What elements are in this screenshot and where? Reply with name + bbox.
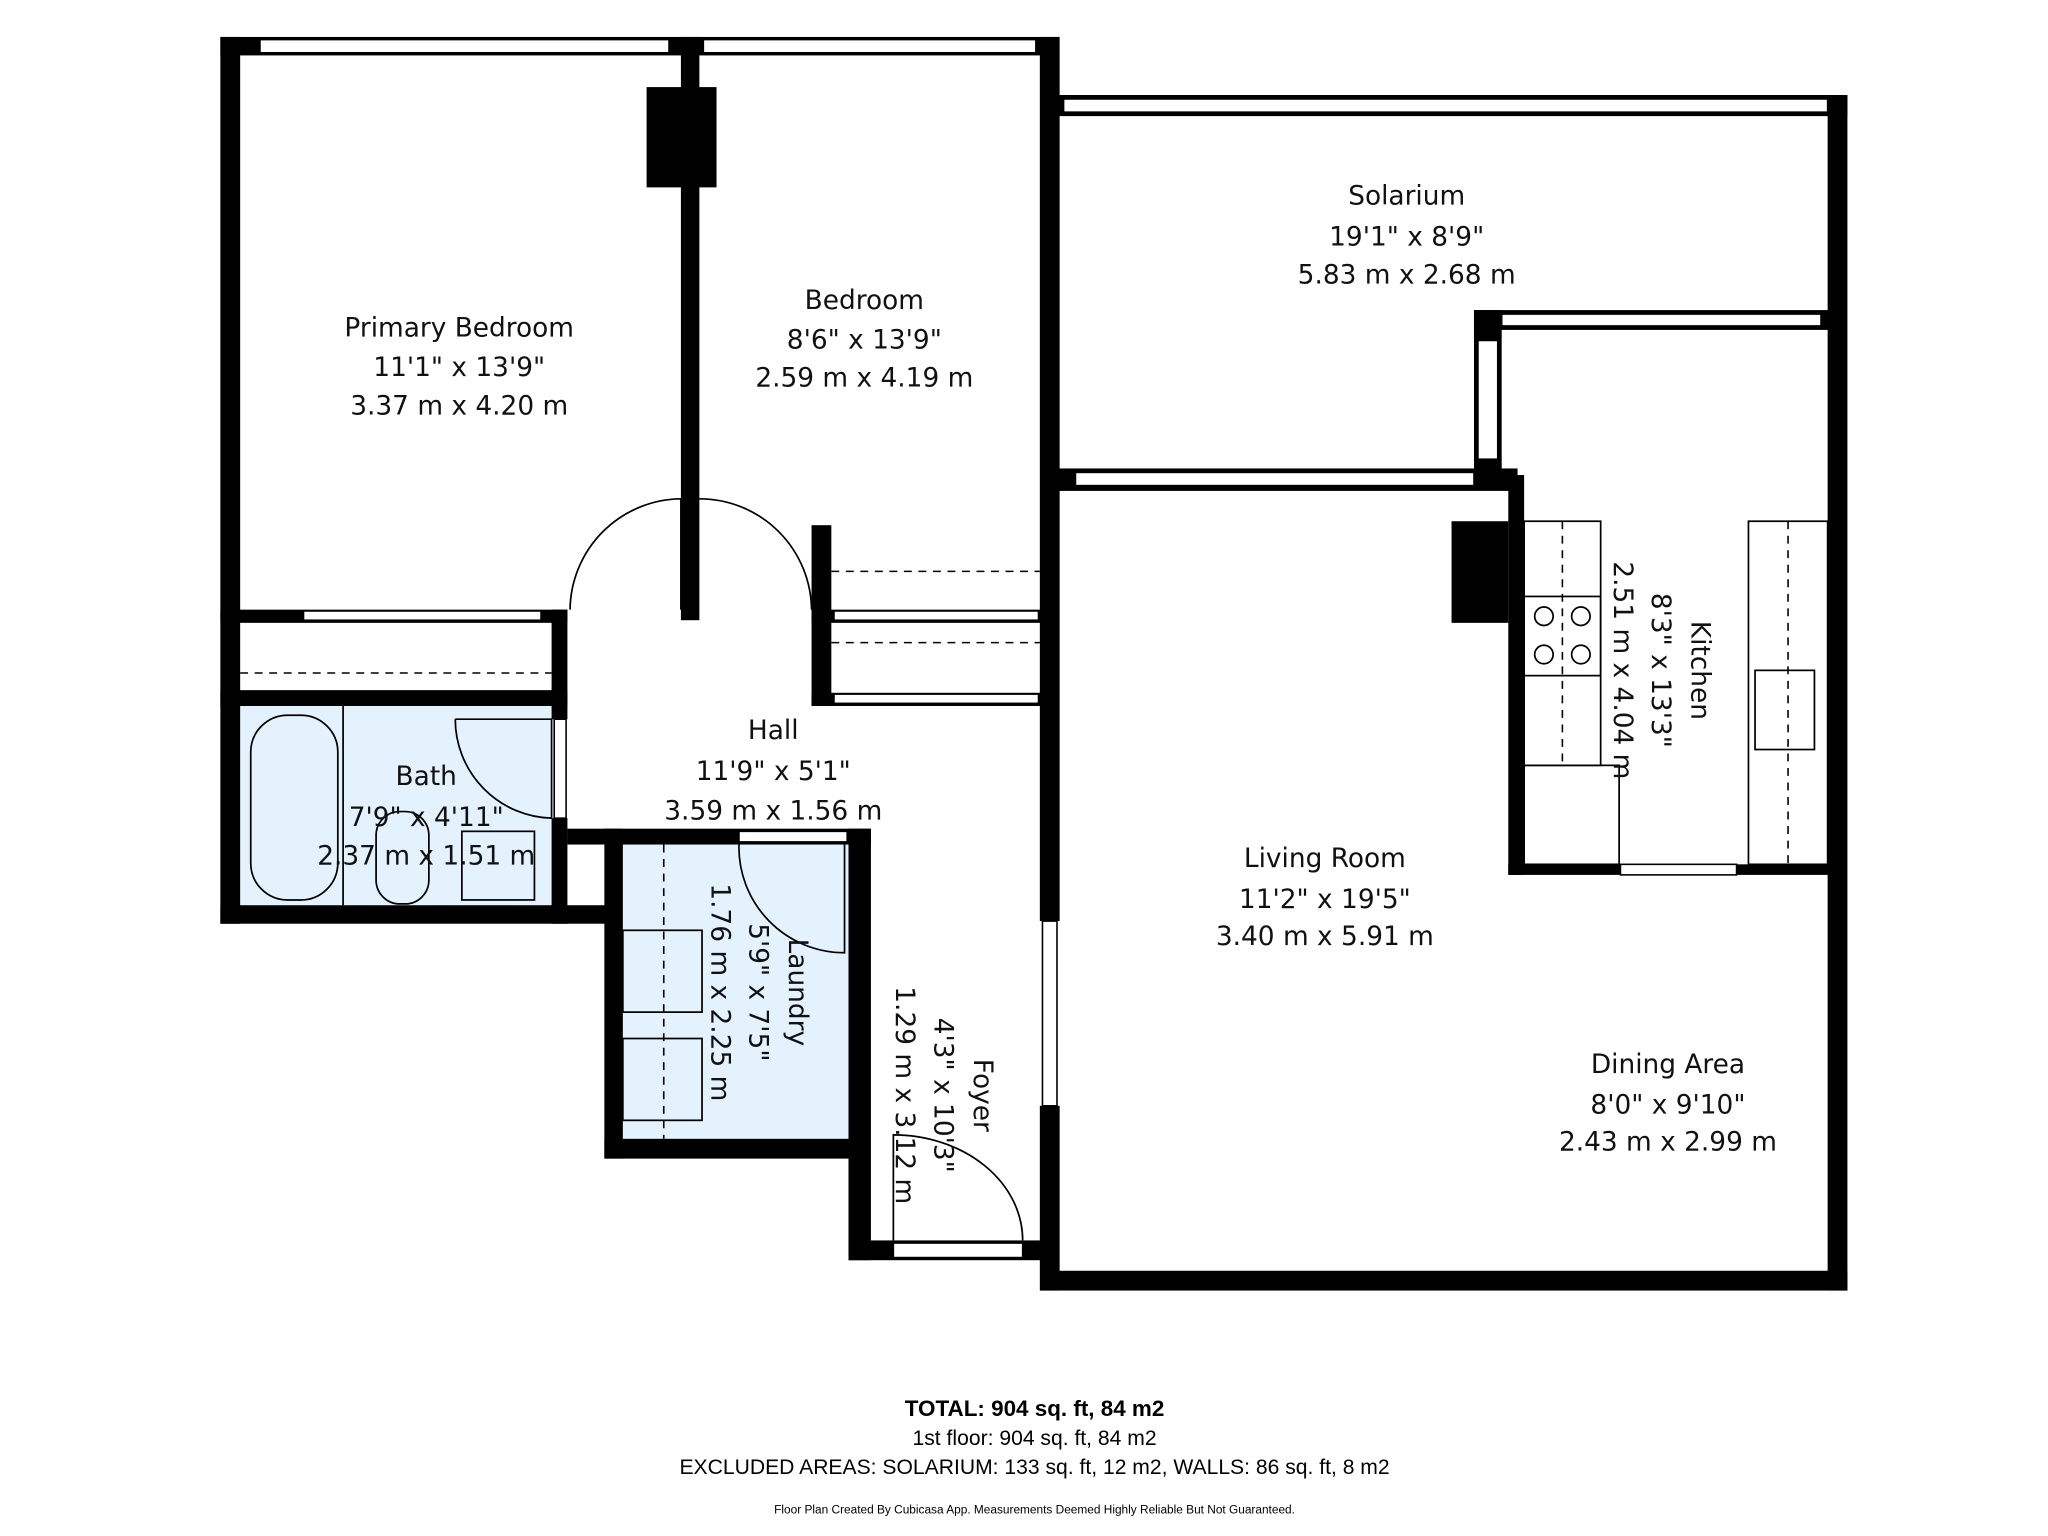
bath-floor <box>240 705 552 906</box>
svg-text:3.59 m x 1.56 m: 3.59 m x 1.56 m <box>664 796 882 826</box>
svg-text:3.40 m x 5.91 m: 3.40 m x 5.91 m <box>1216 922 1434 952</box>
total-area: TOTAL: 904 sq. ft, 84 m2 <box>905 1396 1165 1421</box>
svg-text:19'1" x 8'9": 19'1" x 8'9" <box>1329 222 1484 252</box>
svg-text:5.83 m x 2.68 m: 5.83 m x 2.68 m <box>1298 261 1516 291</box>
svg-text:11'9" x 5'1": 11'9" x 5'1" <box>696 757 851 787</box>
room-solarium: Solarium 19'1" x 8'9" 5.83 m x 2.68 m <box>1298 182 1516 291</box>
svg-text:Solarium: Solarium <box>1348 182 1465 212</box>
svg-text:Living Room: Living Room <box>1244 844 1406 874</box>
svg-text:Kitchen: Kitchen <box>1685 621 1715 720</box>
room-kitchen: Kitchen 8'3" x 13'3" 2.51 m x 4.04 m <box>1607 561 1715 779</box>
kitchen-sink-icon <box>1754 669 1816 751</box>
room-bedroom: Bedroom 8'6" x 13'9" 2.59 m x 4.19 m <box>755 286 973 394</box>
room-primary-bedroom: Primary Bedroom 11'1" x 13'9" 3.37 m x 4… <box>344 313 574 421</box>
area-summary: TOTAL: 904 sq. ft, 84 m2 1st floor: 904 … <box>679 1396 1389 1517</box>
svg-text:2.43 m x 2.99 m: 2.43 m x 2.99 m <box>1559 1128 1777 1158</box>
svg-text:3.37 m x 4.20 m: 3.37 m x 4.20 m <box>350 391 568 421</box>
toilet-icon <box>375 810 430 905</box>
svg-text:Primary Bedroom: Primary Bedroom <box>344 313 574 343</box>
room-laundry: Laundry 5'9" x 7'5" 1.76 m x 2.25 m <box>704 883 812 1101</box>
svg-text:Hall: Hall <box>748 716 799 746</box>
svg-text:Foyer: Foyer <box>967 1059 997 1132</box>
sink-icon <box>460 830 536 901</box>
excluded-areas: EXCLUDED AREAS: SOLARIUM: 133 sq. ft, 12… <box>679 1456 1389 1479</box>
svg-text:11'2" x 19'5": 11'2" x 19'5" <box>1239 885 1411 915</box>
laundry-floor <box>622 844 849 1139</box>
washer-icon <box>621 929 703 1013</box>
svg-text:2.51 m x 4.04 m: 2.51 m x 4.04 m <box>1607 561 1637 779</box>
stove-icon <box>1523 595 1602 677</box>
room-bath: Bath 7'9" x 4'11" 2.37 m x 1.51 m <box>317 762 535 871</box>
svg-text:8'6" x 13'9": 8'6" x 13'9" <box>787 325 942 355</box>
disclaimer: Floor Plan Created By Cubicasa App. Meas… <box>774 1503 1295 1517</box>
svg-text:4'3" x 10'3": 4'3" x 10'3" <box>927 1018 957 1173</box>
svg-text:Laundry: Laundry <box>782 939 812 1046</box>
room-hall: Hall 11'9" x 5'1" 3.59 m x 1.56 m <box>664 716 882 826</box>
windows <box>259 38 1829 1259</box>
bathtub-icon <box>249 714 339 901</box>
svg-text:2.59 m x 4.19 m: 2.59 m x 4.19 m <box>755 364 973 394</box>
svg-text:Bath: Bath <box>396 762 457 792</box>
closets-and-fixtures <box>240 520 1829 1139</box>
svg-text:1.29 m x 3.12 m: 1.29 m x 3.12 m <box>889 986 919 1204</box>
room-living-room: Living Room 11'2" x 19'5" 3.40 m x 5.91 … <box>1216 844 1434 952</box>
svg-text:Dining Area: Dining Area <box>1591 1050 1745 1080</box>
room-dining-area: Dining Area 8'0" x 9'10" 2.43 m x 2.99 m <box>1559 1050 1777 1158</box>
floor-area: 1st floor: 904 sq. ft, 84 m2 <box>913 1427 1157 1450</box>
room-foyer: Foyer 4'3" x 10'3" 1.29 m x 3.12 m <box>889 986 997 1204</box>
svg-text:8'3" x 13'3": 8'3" x 13'3" <box>1645 593 1675 748</box>
svg-text:1.76 m x 2.25 m: 1.76 m x 2.25 m <box>704 883 734 1101</box>
svg-text:11'1" x 13'9": 11'1" x 13'9" <box>373 353 545 383</box>
dryer-icon <box>621 1037 703 1122</box>
chimneys <box>646 87 1509 623</box>
svg-text:Bedroom: Bedroom <box>805 286 924 316</box>
svg-text:8'0" x 9'10": 8'0" x 9'10" <box>1590 1091 1745 1121</box>
svg-text:5'9" x 7'5": 5'9" x 7'5" <box>743 923 773 1061</box>
svg-text:7'9" x 4'11": 7'9" x 4'11" <box>349 803 504 833</box>
svg-text:2.37 m x 1.51 m: 2.37 m x 1.51 m <box>317 841 535 871</box>
doors <box>454 497 1024 1241</box>
